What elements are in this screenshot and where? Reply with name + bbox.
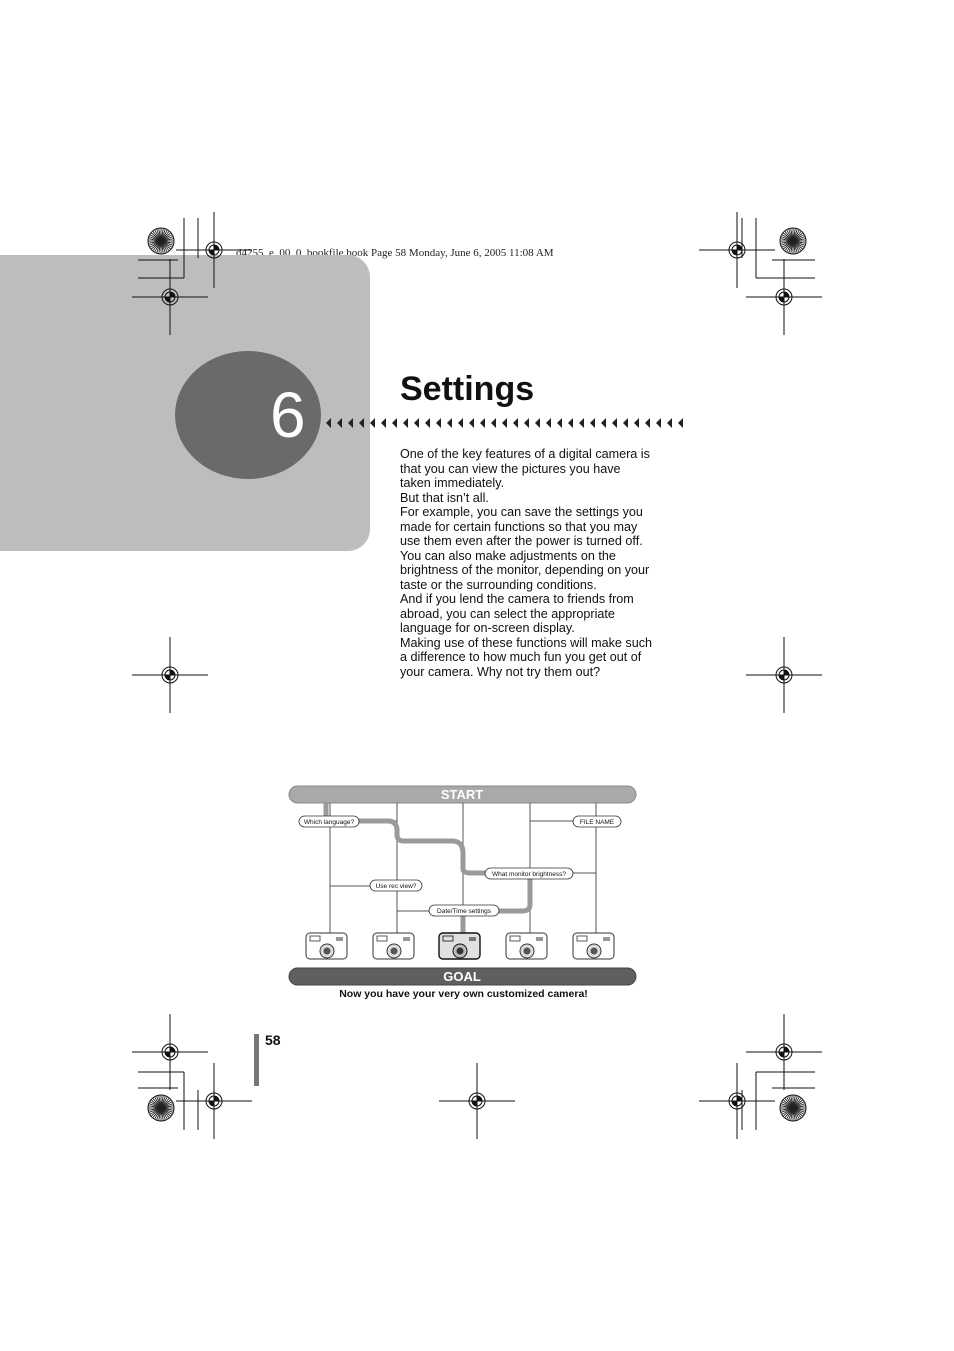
arrow-glyph [480,418,485,428]
arrow-glyph [337,418,342,428]
settings-ladder-diagram: START Which language? FILE NAME What mon… [288,785,637,986]
intro-paragraph: For example, you can save the settings y… [400,505,643,548]
arrow-glyph [645,418,650,428]
arrow-glyph [436,418,441,428]
arrow-glyph [678,418,683,428]
chapter-title: Settings [400,370,535,408]
goal-bar [288,967,637,986]
arrow-divider [326,418,683,428]
registration-target-icon [699,1063,775,1139]
bubble-which-language [298,815,360,828]
arrow-glyph [425,418,430,428]
arrow-glyph [546,418,551,428]
arrow-glyph [634,418,639,428]
arrow-glyph [513,418,518,428]
intro-paragraph: You can also make adjustments on the bri… [400,548,650,592]
starburst-mark-icon [779,1094,807,1122]
camera-icon [305,932,348,960]
starburst-mark-icon [779,227,807,255]
diagram-caption: Now you have your very own customized ca… [339,988,588,1000]
arrow-glyph [392,418,397,428]
arrow-glyph [656,418,661,428]
intro-paragraph: Making use of these functions will make … [400,635,652,679]
arrow-glyph [403,418,408,428]
arrow-glyph [491,418,496,428]
bubble-file-name-text: FILE NAME [580,819,615,826]
registration-target-icon [699,212,775,288]
chapter-number-disc [175,351,321,479]
arrow-glyph [326,418,331,428]
intro-paragraph: And if you lend the camera to friends fr… [400,592,634,635]
registration-target-icon [439,1063,515,1139]
bubble-date-time-text: Date/Time settings [437,908,492,915]
intro-paragraph: One of the key features of a digital cam… [400,447,650,490]
arrow-glyph [590,418,595,428]
arrow-glyph [359,418,364,428]
intro-text: One of the key features of a digital cam… [400,447,652,679]
camera-icon [572,932,615,960]
bubble-monitor-brightness [484,867,574,880]
start-label: START [441,787,483,802]
arrow-glyph [381,418,386,428]
page-number: 58 [265,1032,281,1048]
chapter-number-text: 6 [270,379,306,451]
highlighted-route [323,803,533,933]
registration-target-icon [132,1014,208,1090]
registration-target-icon [176,1063,252,1139]
arrow-glyph [612,418,617,428]
arrow-glyph [579,418,584,428]
arrow-glyph [623,418,628,428]
arrow-glyph [601,418,606,428]
bubble-monitor-brightness-text: What monitor brightness? [492,871,566,878]
camera-icon [505,932,548,960]
camera-icon [372,932,415,960]
page-number-bar [254,1034,259,1086]
registration-target-icon [132,637,208,713]
arrow-glyph [557,418,562,428]
arrow-glyph [458,418,463,428]
intro-paragraph: But that isn’t all. [400,490,489,505]
arrow-glyph [568,418,573,428]
goal-label: GOAL [443,969,481,984]
chapter-number: 6 [175,351,395,479]
arrow-glyph [502,418,507,428]
starburst-mark-icon [147,1094,175,1122]
arrow-glyph [524,418,529,428]
camera-row [305,932,615,960]
arrow-glyph [370,418,375,428]
arrow-glyph [414,418,419,428]
registration-target-icon [746,637,822,713]
arrow-glyph [348,418,353,428]
bubble-use-rec-view-text: Use rec view? [376,883,417,890]
bubble-use-rec-view [369,879,423,892]
bubble-file-name [572,815,622,828]
camera-icon-highlighted [438,932,481,960]
arrow-glyph [667,418,672,428]
arrow-glyph [469,418,474,428]
arrow-glyph [447,418,452,428]
arrow-glyph [535,418,540,428]
bubble-date-time [428,904,500,917]
registration-target-icon [746,1014,822,1090]
starburst-mark-icon [147,227,175,255]
bubble-which-language-text: Which language? [304,819,355,826]
registration-target-icon [746,259,822,335]
